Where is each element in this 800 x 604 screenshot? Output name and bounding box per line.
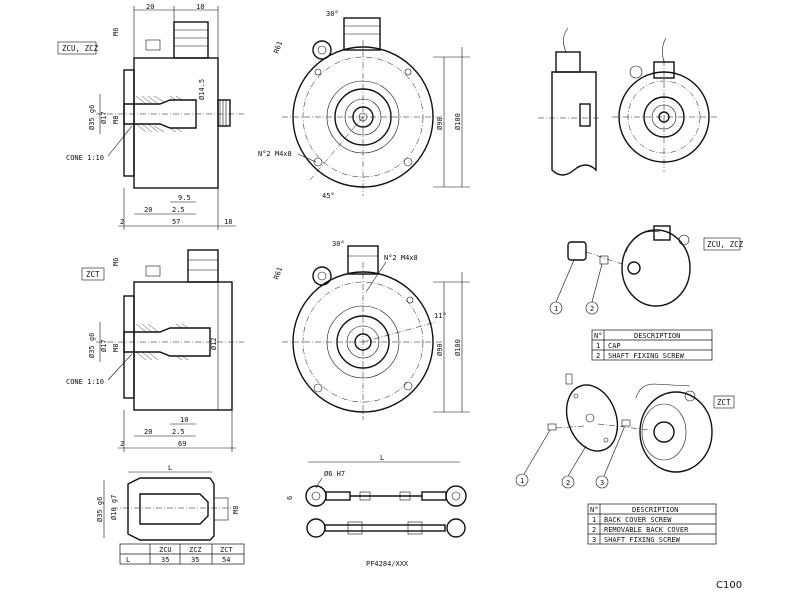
svg-text:Ø6 H7: Ø6 H7 bbox=[324, 470, 345, 478]
zct-exploded-view: ZCT 1 2 3 bbox=[515, 373, 735, 489]
svg-text:M8: M8 bbox=[112, 116, 120, 124]
zct-front-view: 30° R61 N°2 M4x8 11° Ø90 Ø100 bbox=[272, 240, 470, 420]
model-label-zct: ZCT bbox=[86, 270, 100, 279]
svg-text:2: 2 bbox=[596, 352, 600, 360]
svg-text:M6: M6 bbox=[112, 28, 120, 36]
svg-text:BACK COVER SCREW: BACK COVER SCREW bbox=[604, 516, 672, 524]
svg-text:20: 20 bbox=[144, 206, 152, 214]
svg-text:Ø35 g6: Ø35 g6 bbox=[88, 333, 96, 358]
svg-text:3: 3 bbox=[592, 536, 596, 544]
svg-text:Ø100: Ø100 bbox=[454, 113, 462, 130]
svg-text:1: 1 bbox=[596, 342, 600, 350]
balloon-3-zct bbox=[595, 475, 609, 489]
length-table-header-zct: ZCT bbox=[220, 546, 233, 554]
svg-text:11°: 11° bbox=[434, 312, 447, 320]
svg-text:CAP: CAP bbox=[608, 342, 621, 350]
dim-69: 69 bbox=[178, 440, 186, 448]
length-table-value-zcz: 35 bbox=[191, 556, 199, 564]
connector-outline bbox=[173, 21, 209, 59]
svg-text:R61: R61 bbox=[272, 266, 284, 281]
mounted-installation-views bbox=[538, 27, 718, 176]
zcu-side-section-view: ZCU, ZCZ 20 18 M6 bbox=[57, 3, 244, 230]
svg-text:9.5: 9.5 bbox=[178, 194, 191, 202]
svg-text:3: 3 bbox=[600, 479, 604, 487]
part-number: PF4284/XXX bbox=[366, 560, 409, 568]
svg-text:Ø35 g6: Ø35 g6 bbox=[88, 105, 96, 130]
svg-text:SHAFT FIXING SCREW: SHAFT FIXING SCREW bbox=[608, 352, 685, 360]
parts-table-zcu: N° DESCRIPTION 1 CAP 2 SHAFT FIXING SCRE… bbox=[591, 329, 713, 361]
svg-text:R61: R61 bbox=[272, 40, 284, 55]
svg-text:SHAFT FIXING SCREW: SHAFT FIXING SCREW bbox=[604, 536, 681, 544]
svg-text:18: 18 bbox=[224, 218, 232, 226]
svg-text:30°: 30° bbox=[332, 240, 345, 248]
holes-callout-mid: N°2 M4x8 bbox=[384, 254, 418, 262]
zcu-front-view: 30° R61 N°2 M4x8 45° Ø90 Ø100 bbox=[258, 10, 470, 200]
svg-text:M8: M8 bbox=[112, 344, 120, 352]
svg-text:Ø12: Ø12 bbox=[210, 337, 218, 350]
svg-text:45°: 45° bbox=[322, 192, 335, 200]
svg-text:N°: N° bbox=[594, 332, 602, 340]
encoder-body-outline bbox=[133, 57, 219, 189]
model-label-zcu-right: ZCU, ZCZ bbox=[707, 240, 744, 249]
svg-text:Ø14.5: Ø14.5 bbox=[198, 79, 206, 100]
cone-callout-mid: CONE 1:10 bbox=[66, 378, 104, 386]
svg-text:20: 20 bbox=[144, 428, 152, 436]
length-table-header-zcz: ZCZ bbox=[189, 546, 202, 554]
svg-text:1: 1 bbox=[592, 516, 596, 524]
length-table-value-zct: 54 bbox=[222, 556, 230, 564]
sheet-code: C100 bbox=[716, 580, 742, 591]
svg-text:Ø17: Ø17 bbox=[100, 339, 108, 352]
svg-text:1: 1 bbox=[520, 477, 524, 485]
dim-57: 57 bbox=[172, 218, 180, 226]
svg-text:M6: M6 bbox=[112, 258, 120, 266]
parts-table-zct: N° DESCRIPTION 1 BACK COVER SCREW 2 REMO… bbox=[587, 503, 717, 545]
length-table: ZCU ZCZ ZCT L 35 35 54 bbox=[119, 543, 245, 565]
model-label-box-zct bbox=[81, 267, 105, 281]
svg-text:REMOVABLE BACK COVER: REMOVABLE BACK COVER bbox=[604, 526, 689, 534]
svg-text:L: L bbox=[168, 464, 172, 472]
length-table-value-zcu: 35 bbox=[161, 556, 169, 564]
svg-text:2.5: 2.5 bbox=[172, 206, 185, 214]
model-label-zct-right: ZCT bbox=[717, 398, 731, 407]
svg-text:2: 2 bbox=[120, 440, 124, 448]
cone-callout-top: CONE 1:10 bbox=[66, 154, 104, 162]
svg-text:Ø35 g6: Ø35 g6 bbox=[96, 497, 104, 522]
model-label-zcu: ZCU, ZCZ bbox=[62, 44, 99, 53]
svg-text:M8: M8 bbox=[232, 506, 240, 514]
svg-text:Ø16 g7: Ø16 g7 bbox=[110, 495, 118, 520]
balloon-1-zct bbox=[515, 473, 529, 487]
svg-text:2: 2 bbox=[120, 218, 124, 226]
svg-text:1: 1 bbox=[554, 305, 558, 313]
svg-text:2: 2 bbox=[592, 526, 596, 534]
coupling-rod-view: L Ø6 H7 6 PF4284/XXX bbox=[286, 454, 467, 568]
svg-text:N°: N° bbox=[590, 506, 598, 514]
model-label-box-zct-right bbox=[713, 395, 735, 409]
svg-text:30°: 30° bbox=[326, 10, 339, 18]
svg-text:10: 10 bbox=[180, 416, 188, 424]
svg-text:DESCRIPTION: DESCRIPTION bbox=[632, 506, 678, 514]
svg-text:2: 2 bbox=[590, 305, 594, 313]
dim-18-top: 18 bbox=[196, 3, 204, 11]
svg-text:Ø100: Ø100 bbox=[454, 339, 462, 356]
length-table-header-zcu: ZCU bbox=[159, 546, 172, 554]
model-label-box-zcu-right bbox=[703, 237, 741, 251]
svg-text:Ø90: Ø90 bbox=[436, 117, 444, 130]
svg-text:Ø17: Ø17 bbox=[100, 111, 108, 124]
svg-text:L: L bbox=[380, 454, 384, 462]
zcu-exploded-view: ZCU, ZCZ 1 2 bbox=[549, 225, 744, 315]
svg-text:6: 6 bbox=[286, 496, 294, 500]
svg-text:Ø90: Ø90 bbox=[436, 343, 444, 356]
svg-text:2.5: 2.5 bbox=[172, 428, 185, 436]
holes-callout-top: N°2 M4x8 bbox=[258, 150, 292, 158]
svg-text:2: 2 bbox=[566, 479, 570, 487]
model-label-box-zcu bbox=[57, 41, 97, 55]
shaft-adapter-view: L Ø35 g6 Ø16 g7 M8 bbox=[96, 464, 240, 541]
dim-20-top: 20 bbox=[146, 3, 154, 11]
zct-side-section-view: ZCT M6 Ø35 g6 Ø17 M8 Ø12 CONE 1:10 10 20… bbox=[66, 249, 244, 452]
length-table-row-label: L bbox=[126, 556, 130, 564]
svg-text:DESCRIPTION: DESCRIPTION bbox=[634, 332, 680, 340]
